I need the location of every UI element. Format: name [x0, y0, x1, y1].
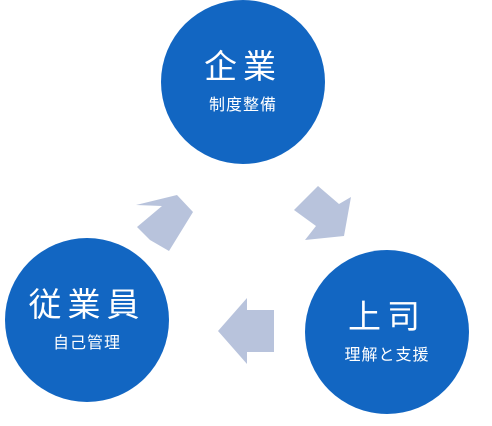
arrow-boss-to-employee — [218, 298, 274, 364]
node-company: 企業 制度整備 — [161, 0, 325, 164]
node-boss-title: 上司 — [348, 296, 426, 336]
node-boss: 上司 理解と支援 — [305, 250, 469, 414]
node-employee-title: 従業員 — [28, 284, 146, 324]
node-employee-subtitle: 自己管理 — [52, 332, 121, 352]
node-boss-subtitle: 理解と支援 — [344, 344, 430, 364]
node-company-title: 企業 — [204, 46, 282, 86]
arrow-company-to-boss — [294, 186, 351, 240]
node-employee: 従業員 自己管理 — [5, 238, 169, 402]
node-company-subtitle: 制度整備 — [208, 94, 277, 114]
arrow-employee-to-company — [136, 195, 193, 251]
